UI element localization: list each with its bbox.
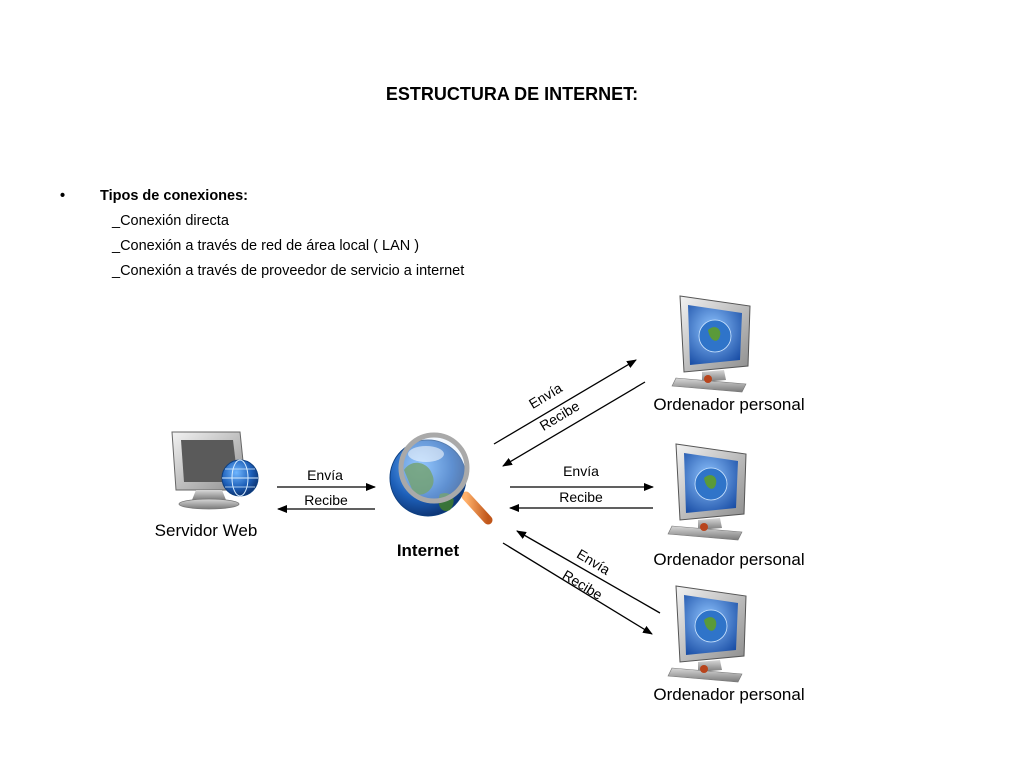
pc-label: Ordenador personal: [653, 550, 804, 569]
internet-magnifier-globe-icon: [389, 432, 493, 525]
list-item-3: _Conexión a través de proveedor de servi…: [112, 263, 465, 279]
list-item-1: _Conexión directa: [112, 213, 229, 229]
bullet-heading-text: Tipos de conexiones:: [100, 188, 248, 204]
slide-title: ESTRUCTURA DE INTERNET:: [385, 84, 639, 104]
send-label: Envía: [307, 467, 343, 483]
personal-computer-icon: [667, 443, 747, 541]
send-label: Envía: [563, 463, 599, 479]
bullet-list: • Tipos de conexiones: _Conexión directa…: [60, 184, 464, 284]
personal-computer-icon: [667, 585, 747, 683]
personal-computer-icon: [671, 295, 751, 393]
send-arrow: [516, 530, 661, 614]
send-arrow: [493, 359, 637, 445]
receive-arrow: [502, 542, 653, 635]
pc-label: Ordenador personal: [653, 395, 804, 414]
server-label: Servidor Web: [155, 521, 258, 540]
world-wide-web-globe-icon: [221, 459, 259, 497]
bullet-heading: • Tipos de conexiones:: [60, 184, 464, 209]
receive-label: Recibe: [559, 489, 603, 505]
receive-arrow: [502, 381, 646, 467]
bullet-dot: •: [60, 188, 66, 204]
pc-label: Ordenador personal: [653, 685, 804, 704]
list-item-2: _Conexión a través de red de área local …: [112, 238, 420, 254]
internet-label: Internet: [397, 541, 460, 560]
receive-label: Recibe: [304, 492, 348, 508]
